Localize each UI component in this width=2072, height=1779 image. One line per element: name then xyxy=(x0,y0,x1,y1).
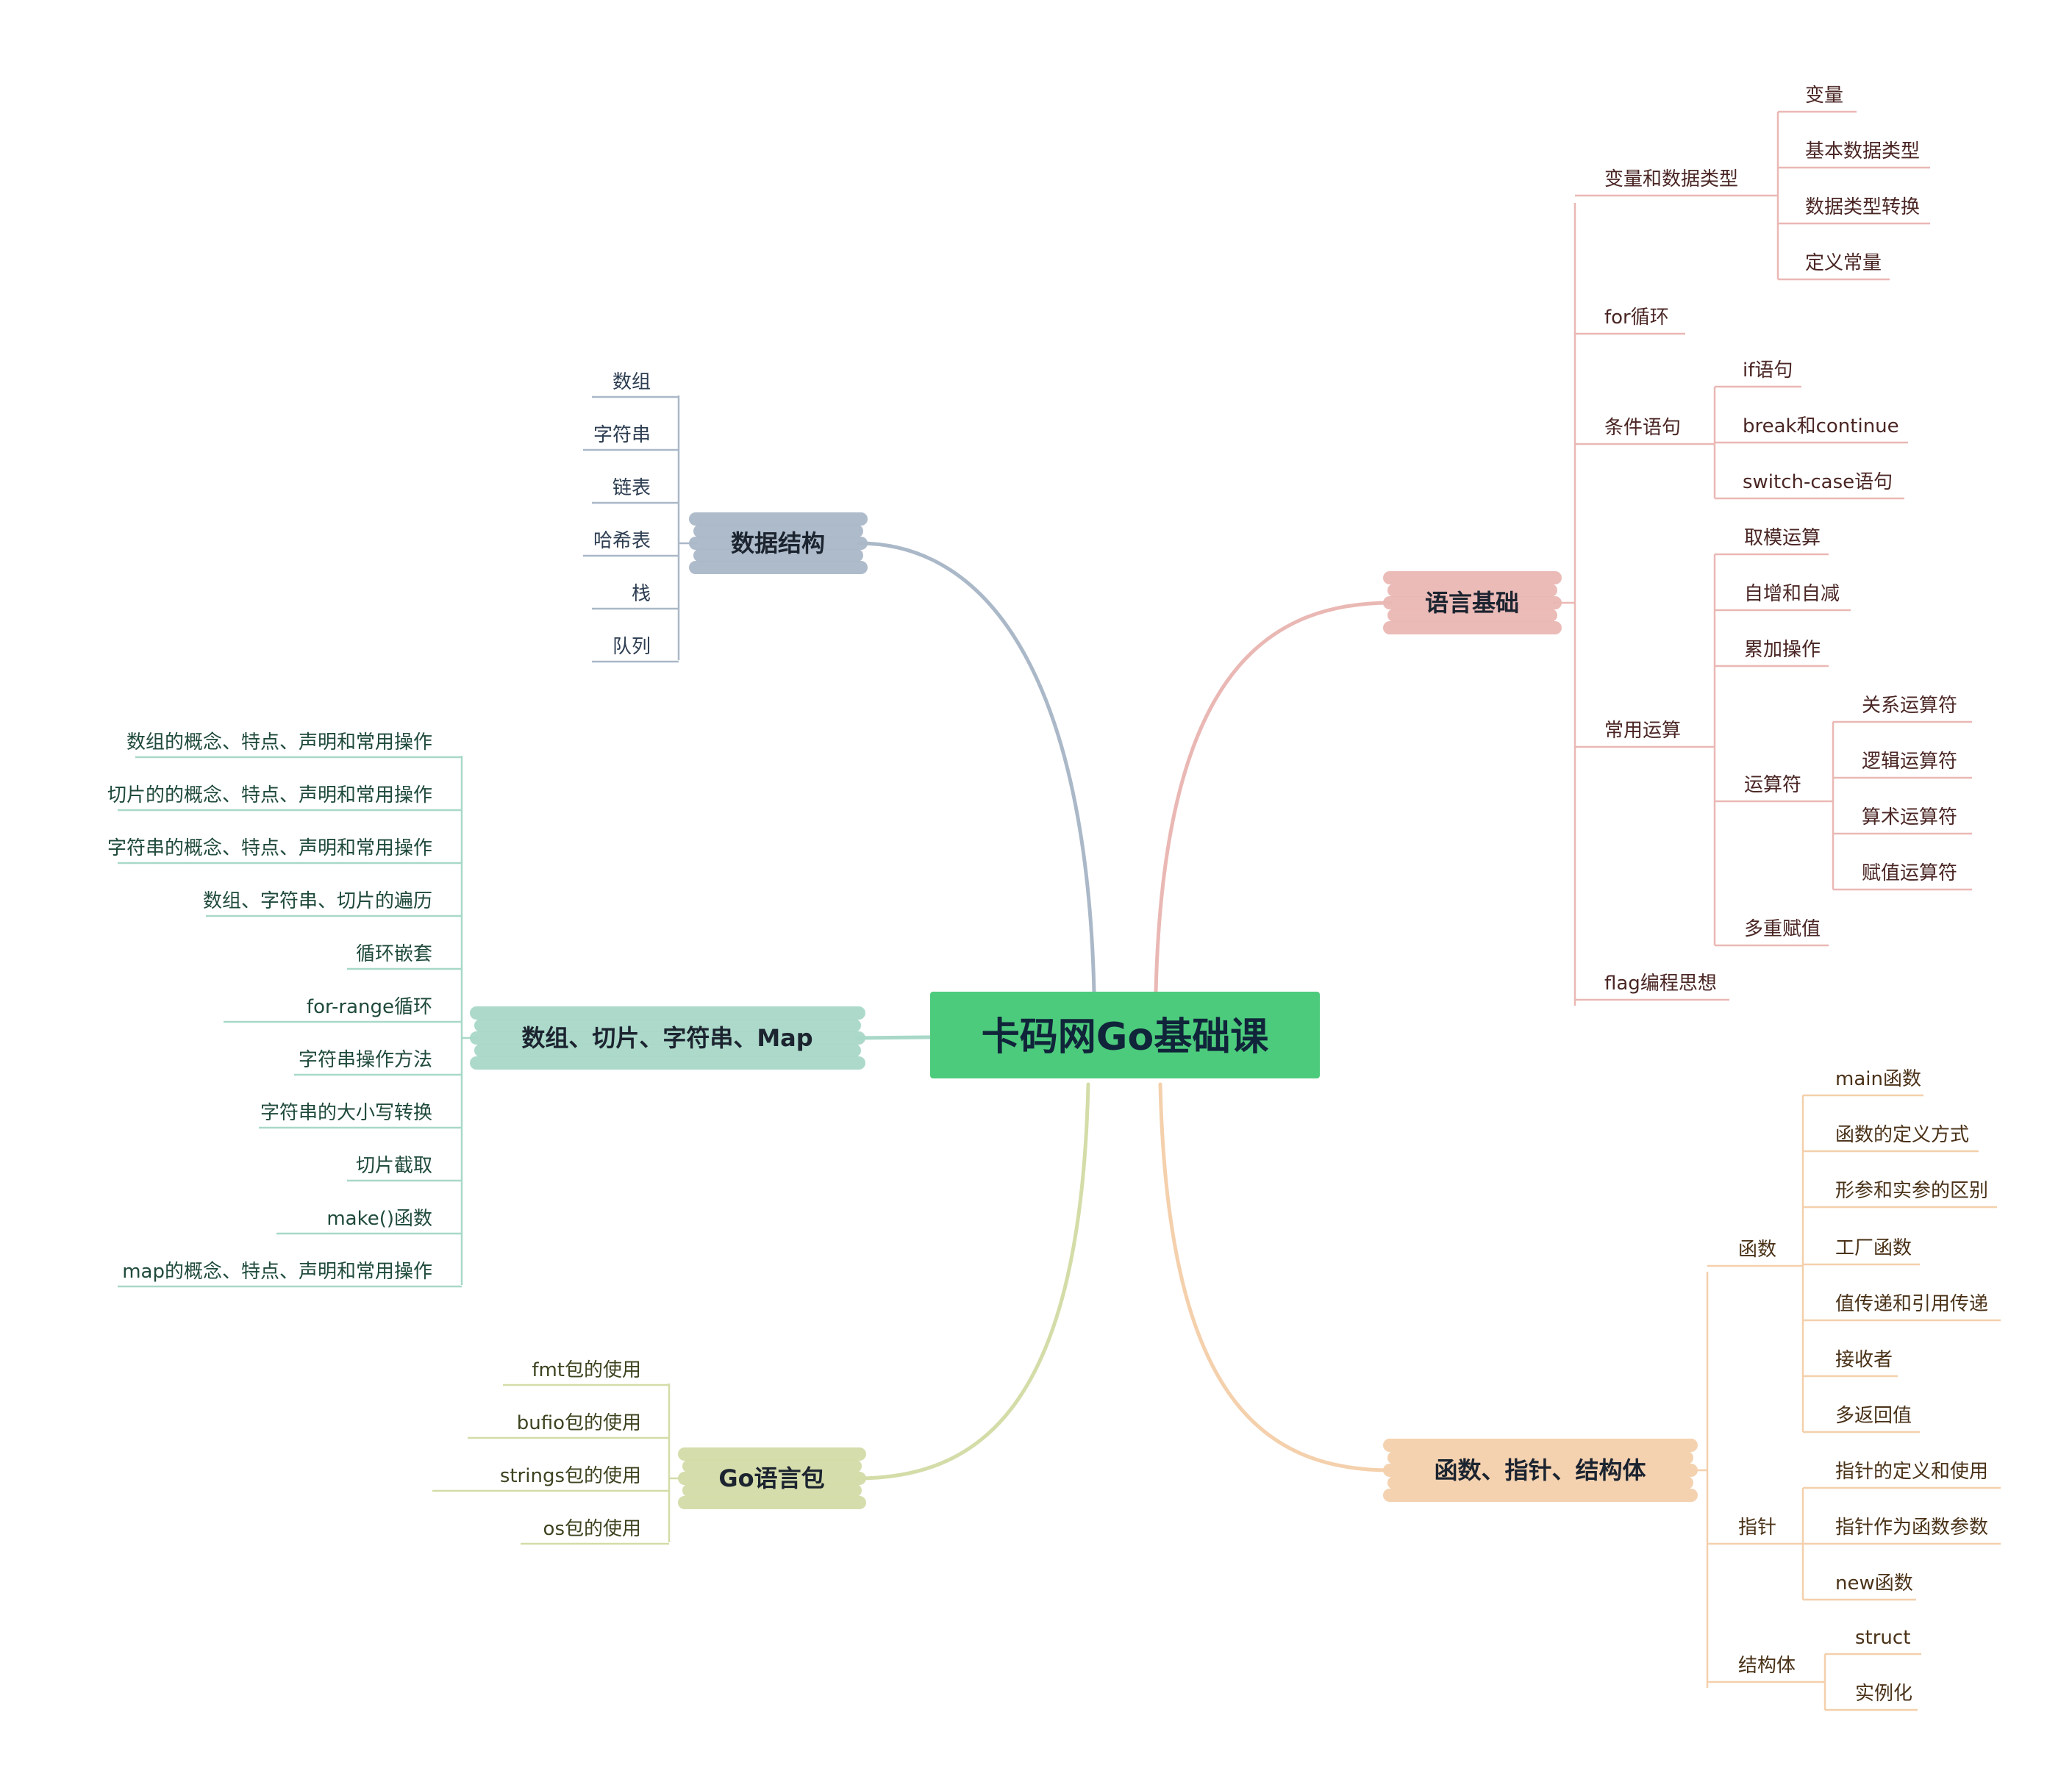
subtopics-go-packages: fmt包的使用 bufio包的使用 strings包的使用 os包的使用 xyxy=(432,1359,686,1545)
topic-label[interactable]: for-range循环 xyxy=(307,996,432,1018)
topic-label[interactable]: 切片的的概念、特点、声明和常用操作 xyxy=(107,784,432,806)
topic-label[interactable]: 链表 xyxy=(612,477,651,499)
topic-label[interactable]: 运算符 xyxy=(1744,774,1801,796)
topic-label[interactable]: 基本数据类型 xyxy=(1805,140,1920,162)
topic-label[interactable]: 累加操作 xyxy=(1744,639,1821,661)
central-topic-box xyxy=(930,992,1320,1078)
subtopics-functions-pointers: 函数 main函数函数的定义方式形参和实参的区别工厂函数值传递和引用传递接收者多返… xyxy=(1689,1068,2001,1711)
branch-label: 函数、指针、结构体 xyxy=(1434,1456,1646,1484)
branch-data-structures[interactable]: 数据结构 xyxy=(689,512,868,574)
topic-label[interactable]: 指针 xyxy=(1738,1517,1776,1539)
topic-label[interactable]: for循环 xyxy=(1604,307,1669,329)
topic-label[interactable]: 结构体 xyxy=(1738,1655,1796,1677)
branch-label: 数组、切片、字符串、Map xyxy=(521,1024,812,1052)
branch-functions-pointers[interactable]: 函数、指针、结构体 xyxy=(1383,1439,1698,1502)
central-topic[interactable]: 卡码网Go基础课 xyxy=(930,992,1320,1078)
topic-label[interactable]: 字符串的大小写转换 xyxy=(260,1102,432,1124)
topic-label[interactable]: 函数的定义方式 xyxy=(1835,1124,1969,1146)
topic-label[interactable]: 队列 xyxy=(612,636,651,658)
topic-label[interactable]: 函数 xyxy=(1738,1239,1776,1261)
topic-label[interactable]: 定义常量 xyxy=(1805,252,1882,274)
branch-label: Go语言包 xyxy=(718,1464,824,1492)
topic-label[interactable]: 算术运算符 xyxy=(1862,806,1957,828)
topic-label[interactable]: break和continue xyxy=(1743,415,1899,437)
branch-connector xyxy=(1154,601,1393,995)
topic-label[interactable]: 切片截取 xyxy=(356,1155,432,1177)
topic-label[interactable]: 自增和自减 xyxy=(1744,583,1840,605)
topic-label[interactable]: 指针作为函数参数 xyxy=(1835,1517,1988,1539)
topic-label[interactable]: 数组 xyxy=(612,371,651,393)
topic-label[interactable]: 工厂函数 xyxy=(1835,1237,1912,1259)
topic-label[interactable]: main函数 xyxy=(1835,1068,1921,1090)
topic-label[interactable]: 赋值运算符 xyxy=(1862,862,1957,884)
topic-label[interactable]: 数据类型转换 xyxy=(1805,196,1920,218)
topic-label[interactable]: switch-case语句 xyxy=(1743,471,1893,493)
topic-label[interactable]: 接收者 xyxy=(1835,1349,1893,1371)
topic-label[interactable]: 取模运算 xyxy=(1744,527,1821,549)
topic-label[interactable]: 多重赋值 xyxy=(1744,918,1821,940)
topic-label[interactable]: 常用运算 xyxy=(1604,720,1681,742)
topic-label[interactable]: 哈希表 xyxy=(593,530,651,552)
branch-connector xyxy=(857,541,1096,995)
topic-label[interactable]: 数组的概念、特点、声明和常用操作 xyxy=(126,731,432,754)
topic-label[interactable]: 形参和实参的区别 xyxy=(1835,1180,1988,1202)
topic-label[interactable]: 栈 xyxy=(632,583,651,605)
topic-label[interactable]: map的概念、特点、声明和常用操作 xyxy=(122,1261,432,1283)
branch-label: 语言基础 xyxy=(1425,589,1519,617)
topic-label[interactable]: 字符串 xyxy=(593,424,651,446)
topic-label[interactable]: 实例化 xyxy=(1855,1683,1912,1705)
topic-label[interactable]: 字符串操作方法 xyxy=(299,1049,432,1071)
central-topic-label: 卡码网Go基础课 xyxy=(982,1015,1269,1059)
topic-label[interactable]: 变量和数据类型 xyxy=(1604,168,1738,190)
branch-label: 数据结构 xyxy=(731,529,825,557)
topic-label[interactable]: fmt包的使用 xyxy=(532,1359,641,1381)
topic-label[interactable]: 条件语句 xyxy=(1604,417,1681,439)
subtopics-arrays-slices: 数组的概念、特点、声明和常用操作切片的的概念、特点、声明和常用操作字符串的概念、… xyxy=(107,731,478,1288)
topic-label[interactable]: make()函数 xyxy=(326,1208,432,1230)
topic-label[interactable]: 值传递和引用传递 xyxy=(1835,1293,1988,1315)
branch-connector xyxy=(855,1082,1090,1481)
topic-label[interactable]: flag编程思想 xyxy=(1604,973,1717,995)
branch-arrays-slices[interactable]: 数组、切片、字符串、Map xyxy=(470,1006,865,1070)
topic-label[interactable]: 多返回值 xyxy=(1835,1405,1912,1427)
topic-label[interactable]: 数组、字符串、切片的遍历 xyxy=(203,890,432,912)
branch-language-basics[interactable]: 语言基础 xyxy=(1383,571,1562,634)
topic-label[interactable]: bufio包的使用 xyxy=(517,1412,641,1434)
branch-go-packages[interactable]: Go语言包 xyxy=(678,1447,866,1509)
topic-label[interactable]: strings包的使用 xyxy=(500,1465,641,1487)
topic-label[interactable]: 变量 xyxy=(1805,85,1843,107)
topic-label[interactable]: struct xyxy=(1855,1627,1910,1649)
topic-label[interactable]: os包的使用 xyxy=(543,1518,641,1540)
topic-label[interactable]: 字符串的概念、特点、声明和常用操作 xyxy=(107,837,432,859)
topic-label[interactable]: 指针的定义和使用 xyxy=(1835,1461,1988,1483)
topic-label[interactable]: new函数 xyxy=(1835,1572,1913,1594)
topic-label[interactable]: 循环嵌套 xyxy=(356,943,432,965)
topic-label[interactable]: 关系运算符 xyxy=(1862,695,1957,717)
topic-label[interactable]: if语句 xyxy=(1743,359,1793,382)
branch-connector xyxy=(1158,1082,1393,1472)
topic-label[interactable]: 逻辑运算符 xyxy=(1862,751,1957,773)
